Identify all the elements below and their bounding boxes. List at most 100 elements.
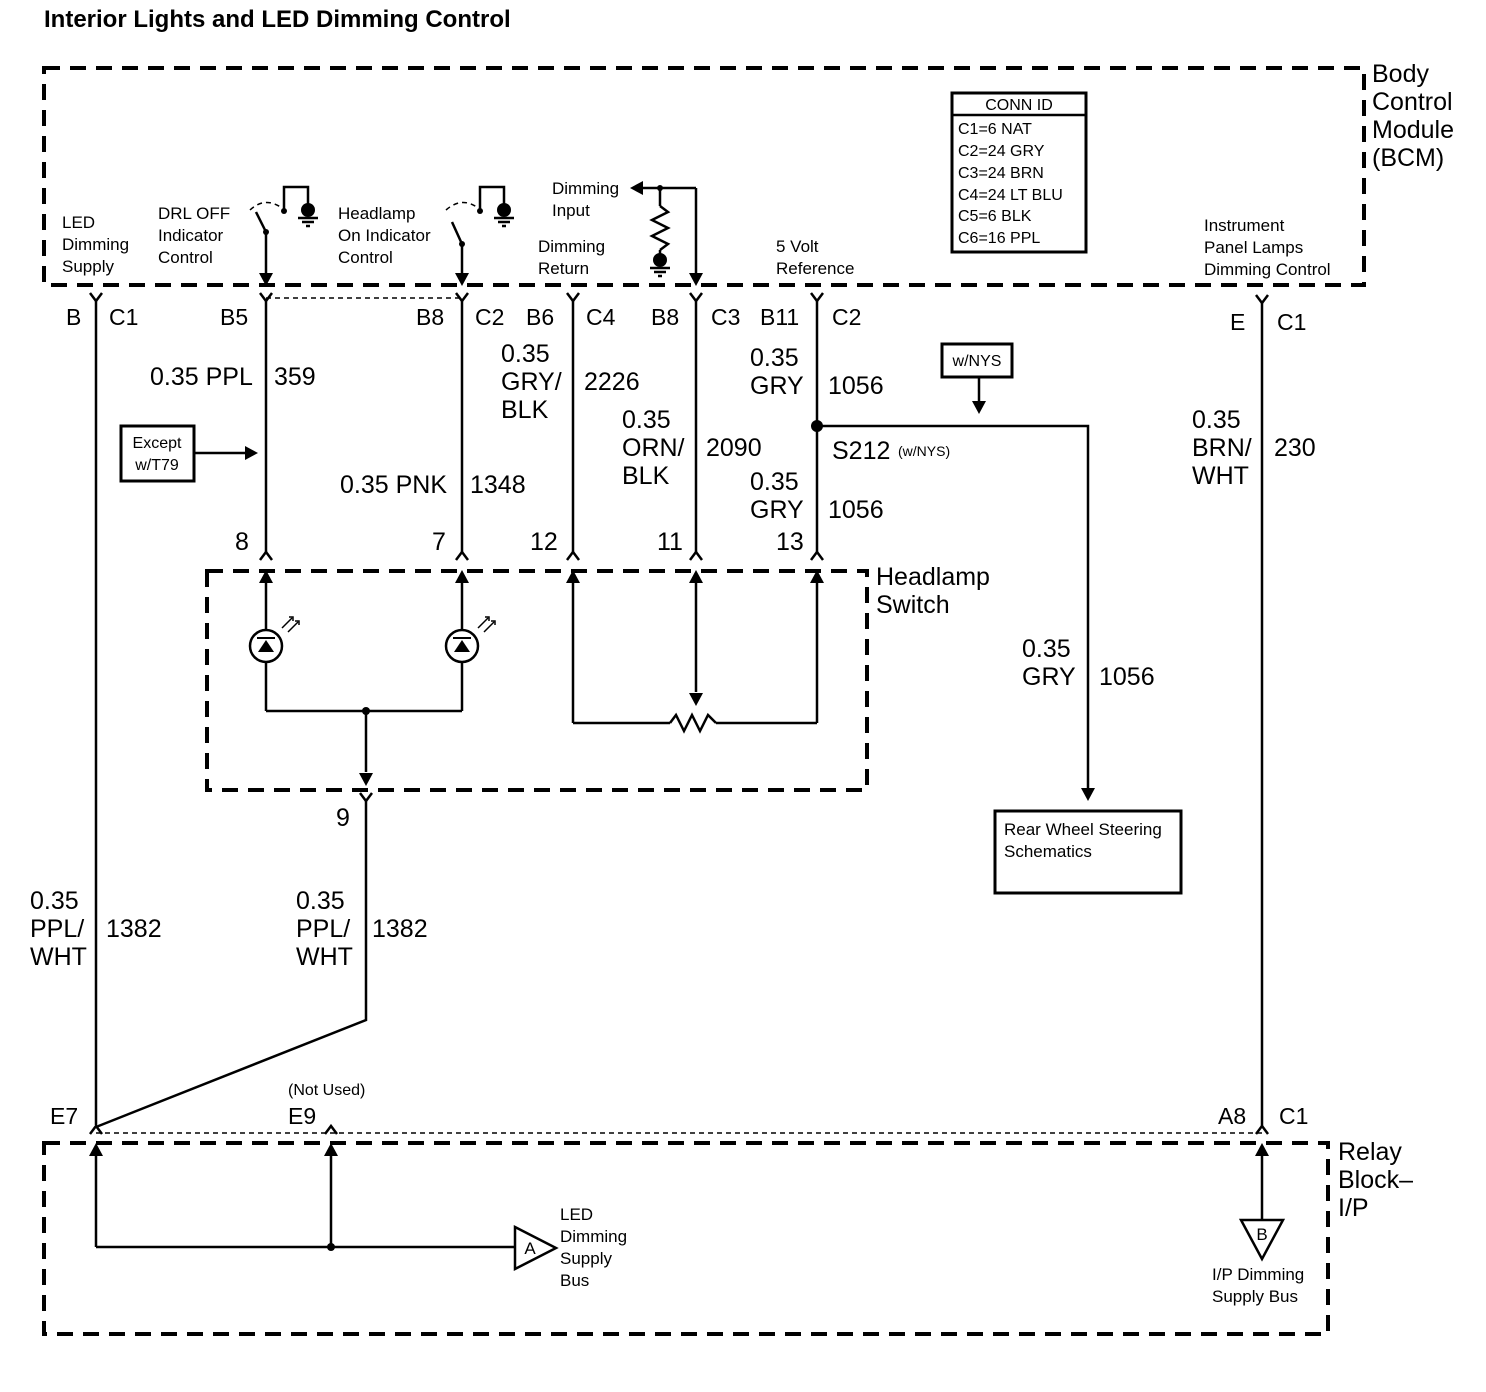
svg-text:0.35: 0.35 [296, 887, 345, 915]
svg-text:1382: 1382 [106, 915, 162, 943]
headlamp-switch-name: Headlamp Switch [876, 563, 990, 619]
svg-text:0.35: 0.35 [622, 406, 671, 434]
svg-text:BLK: BLK [501, 396, 549, 424]
svg-text:C1: C1 [1279, 1103, 1308, 1129]
svg-text:Bus: Bus [560, 1271, 589, 1290]
svg-text:0.35: 0.35 [1192, 406, 1241, 434]
wire-1382-mid-label: 0.35 PPL/ WHT 1382 [296, 887, 428, 971]
svg-text:LED: LED [560, 1205, 593, 1224]
rear-wheel-steering-box: Rear Wheel Steering Schematics [993, 809, 1183, 895]
svg-text:Control: Control [338, 248, 393, 267]
label-dimming-return: Dimming Return [538, 237, 605, 278]
svg-text:On Indicator: On Indicator [338, 226, 431, 245]
svg-text:13: 13 [776, 528, 804, 556]
svg-text:12: 12 [530, 528, 558, 556]
svg-text:Dimming: Dimming [560, 1227, 627, 1246]
svg-text:1056: 1056 [828, 496, 884, 524]
svg-text:WHT: WHT [30, 943, 87, 971]
svg-text:7: 7 [432, 528, 446, 556]
wire-2226-label: 0.35 GRY/ BLK 2226 [501, 340, 640, 424]
relay-pin-labels: E7 E9 (Not Used) A8 C1 [50, 1082, 1308, 1129]
wires [88, 291, 1270, 1136]
svg-text:C6=16 PPL: C6=16 PPL [958, 230, 1040, 247]
svg-text:(BCM): (BCM) [1372, 144, 1444, 172]
except-t79-box: Except w/T79 [119, 424, 258, 483]
svg-text:WHT: WHT [1192, 462, 1249, 490]
svg-text:Rear Wheel Steering: Rear Wheel Steering [1004, 820, 1162, 839]
svg-text:GRY/: GRY/ [501, 368, 562, 396]
svg-text:B: B [1256, 1225, 1267, 1244]
svg-text:C5=6 BLK: C5=6 BLK [958, 208, 1032, 225]
svg-text:0.35: 0.35 [750, 344, 799, 372]
svg-text:CONN ID: CONN ID [985, 97, 1053, 114]
svg-text:PPL/: PPL/ [296, 915, 350, 943]
ip-dimming-supply-bus: B I/P Dimming Supply Bus [1212, 1218, 1304, 1306]
label-drl-off: DRL OFF Indicator Control [158, 204, 230, 267]
svg-text:C1: C1 [1277, 309, 1306, 335]
svg-text:C3=24 BRN: C3=24 BRN [958, 165, 1044, 182]
svg-text:Control: Control [1372, 88, 1453, 116]
label-headlamp-on: Headlamp On Indicator Control [338, 204, 431, 267]
svg-text:w/NYS: w/NYS [952, 353, 1002, 370]
svg-text:11: 11 [657, 528, 683, 556]
svg-text:Headlamp: Headlamp [876, 563, 990, 591]
svg-text:B8: B8 [651, 304, 679, 330]
svg-text:359: 359 [274, 363, 316, 391]
svg-text:C2: C2 [832, 304, 861, 330]
svg-text:1382: 1382 [372, 915, 428, 943]
relay-block-box [42, 1141, 1330, 1336]
svg-text:Indicator: Indicator [158, 226, 224, 245]
svg-text:Input: Input [552, 201, 590, 220]
svg-text:0.35 PPL: 0.35 PPL [150, 363, 253, 391]
label-led-dimming-supply: LED Dimming Supply [62, 213, 129, 276]
svg-text:Schematics: Schematics [1004, 842, 1092, 861]
svg-text:LED: LED [62, 213, 95, 232]
svg-text:C4: C4 [586, 304, 616, 330]
svg-text:9: 9 [336, 804, 350, 832]
drl-switch-symbol [249, 185, 320, 286]
relay-block-name: Relay Block– I/P [1338, 1138, 1413, 1222]
svg-text:Module: Module [1372, 116, 1454, 144]
svg-text:E: E [1230, 309, 1245, 335]
svg-text:Supply: Supply [560, 1249, 612, 1268]
wire-1348-label: 0.35 PNK 1348 [340, 471, 526, 499]
svg-text:B8: B8 [416, 304, 444, 330]
svg-text:0.35: 0.35 [750, 468, 799, 496]
svg-text:Panel Lamps: Panel Lamps [1204, 238, 1303, 257]
svg-text:5 Volt: 5 Volt [776, 237, 819, 256]
bcm-pin-labels: B C1 B5 B8 C2 B6 C4 B8 C3 B11 C2 E C1 [66, 304, 1306, 335]
svg-text:B6: B6 [526, 304, 554, 330]
svg-text:Block–: Block– [1338, 1166, 1413, 1194]
svg-text:GRY: GRY [1022, 663, 1076, 691]
splice-s212-label: S212 (w/NYS) [832, 437, 950, 465]
svg-text:BRN/: BRN/ [1192, 434, 1252, 462]
svg-text:A8: A8 [1218, 1103, 1246, 1129]
svg-text:Switch: Switch [876, 591, 950, 619]
svg-text:A: A [524, 1239, 536, 1258]
svg-text:E9: E9 [288, 1103, 316, 1129]
svg-text:B: B [66, 304, 81, 330]
wire-359-label: 0.35 PPL 359 [150, 363, 316, 391]
wire-1056-top-label: 0.35 GRY 1056 [750, 344, 884, 400]
bcm-box [42, 66, 1366, 287]
svg-text:230: 230 [1274, 434, 1316, 462]
headlamp-on-switch-symbol [445, 185, 516, 286]
bcm-name: Body Control Module (BCM) [1372, 60, 1454, 172]
wire-1056-mid-label: 0.35 GRY 1056 [750, 468, 884, 524]
relay-internal-wiring [89, 1143, 1269, 1251]
headlamp-switch-pins: 8 7 12 11 13 9 [235, 528, 804, 832]
svg-text:I/P: I/P [1338, 1194, 1369, 1222]
led-dimming-supply-bus: A LED Dimming Supply Bus [513, 1205, 627, 1290]
svg-text:Dimming: Dimming [552, 179, 619, 198]
svg-text:ORN/: ORN/ [622, 434, 685, 462]
svg-text:0.35: 0.35 [501, 340, 550, 368]
svg-text:Control: Control [158, 248, 213, 267]
label-ip-lamps-dimming: Instrument Panel Lamps Dimming Control [1204, 216, 1331, 279]
conn-id-table: CONN ID C1=6 NAT C2=24 GRY C3=24 BRN C4=… [950, 91, 1088, 254]
svg-text:w/T79: w/T79 [134, 457, 179, 474]
svg-text:Reference: Reference [776, 259, 854, 278]
svg-text:B11: B11 [760, 304, 799, 330]
svg-text:2226: 2226 [584, 368, 640, 396]
svg-text:Headlamp: Headlamp [338, 204, 416, 223]
